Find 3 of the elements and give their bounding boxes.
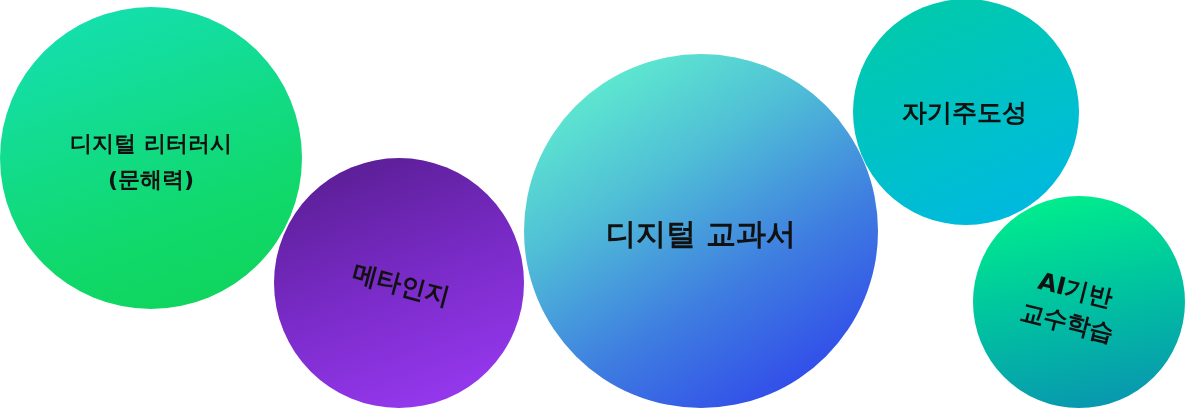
topic-label: 디지털 교과서: [605, 214, 797, 253]
topic-label: 자기주도성: [901, 96, 1027, 129]
topic-label: 디지털 리터러시 (문해력): [69, 129, 233, 194]
